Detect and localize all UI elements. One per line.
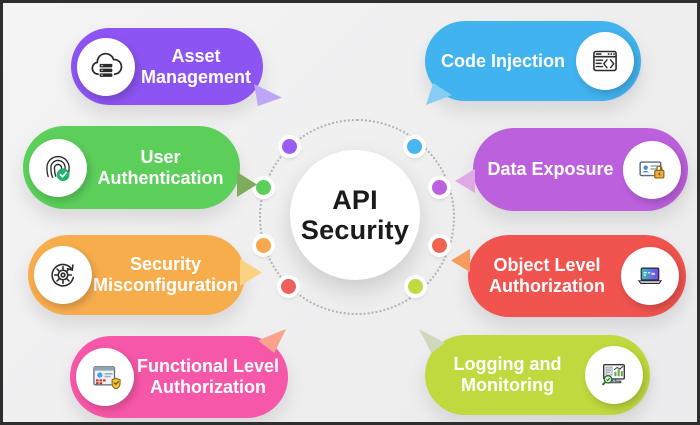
bubble-tail xyxy=(419,329,445,353)
bubble-label: Security Misconfiguration xyxy=(93,254,238,295)
ring-dot-asset-management xyxy=(282,139,297,154)
ring-dot-code-injection xyxy=(407,139,422,154)
gear-sync-icon xyxy=(51,263,75,287)
bubble-code-injection: Code Injection xyxy=(425,21,641,105)
bubble-tail xyxy=(237,172,257,197)
ring-dot-functional-level-authorization xyxy=(281,279,296,294)
id-card-shield-icon xyxy=(93,366,121,390)
fingerprint-check-icon xyxy=(46,155,70,181)
center-title-circle: API Security xyxy=(290,150,420,280)
bubble-user-authentication: User Authentication xyxy=(23,126,257,209)
bubble-label: Code Injection xyxy=(440,50,565,71)
ring-dot-user-authentication xyxy=(256,180,271,195)
bubble-security-misconfiguration: Security Misconfiguration xyxy=(28,235,262,315)
laptop-screen-icon xyxy=(637,267,663,284)
bubble-asset-management: Asset Management xyxy=(71,28,282,106)
bubble-label: Functional Level Authorization xyxy=(136,356,280,397)
bubble-logging-and-monitoring: Logging and Monitoring xyxy=(419,329,650,415)
monitor-chart-icon xyxy=(602,363,626,386)
bubble-tail xyxy=(426,83,452,105)
bubble-label: Asset Management xyxy=(140,45,252,87)
bubble-data-exposure: Data Exposure xyxy=(455,128,688,211)
center-title-line1: API xyxy=(332,184,378,215)
center-title-line2: Security xyxy=(300,215,410,245)
bubble-label: User Authentication xyxy=(97,146,224,188)
ring-dot-object-level-authorization xyxy=(432,238,447,253)
bubble-label: Logging and Monitoring xyxy=(453,354,562,395)
bubble-tail xyxy=(258,329,286,353)
bubble-tail xyxy=(455,169,475,193)
id-card-lock-icon xyxy=(639,160,665,179)
ring-dot-security-misconfiguration xyxy=(256,238,271,253)
code-window-icon xyxy=(593,50,617,72)
bubble-object-level-authorization: Object Level Authorization xyxy=(451,235,686,317)
cloud-server-icon xyxy=(91,52,123,77)
ring-dot-data-exposure xyxy=(432,180,447,195)
ring-dot-logging-and-monitoring xyxy=(408,279,423,294)
dotted-ring xyxy=(259,119,455,315)
bubble-label: Object Level Authorization xyxy=(489,255,605,296)
bubble-functional-level-authorization: Functional Level Authorization xyxy=(70,329,288,418)
bubble-label: Data Exposure xyxy=(487,159,614,180)
